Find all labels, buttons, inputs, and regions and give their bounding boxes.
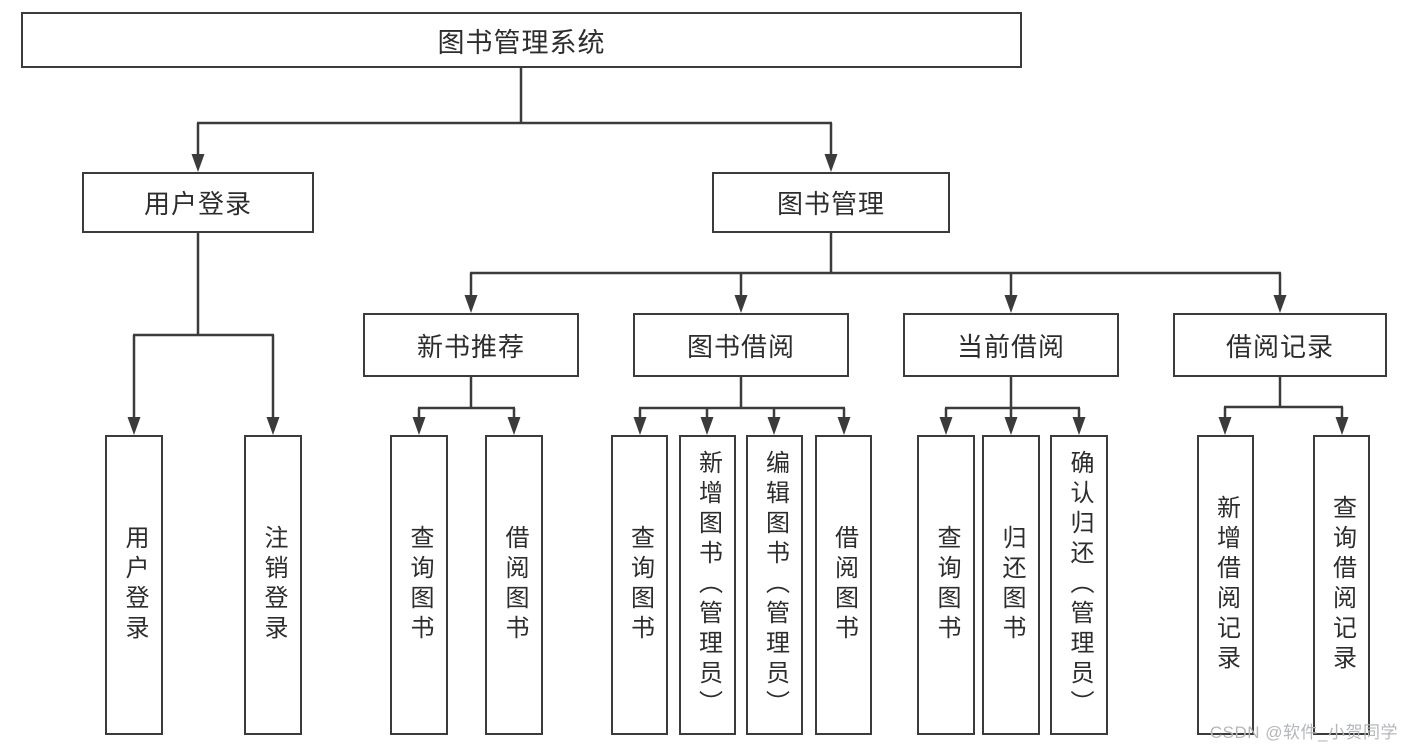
leaf-logout: 注销登录	[244, 435, 302, 735]
node-user-login: 用户登录	[82, 172, 314, 233]
leaf-user-login: 用户登录	[105, 435, 163, 735]
node-library-management-system: 图书管理系统	[21, 12, 1022, 68]
leaf-borrow-books-recommend: 借阅图书	[485, 435, 543, 735]
leaf-add-borrow-record: 新增借阅记录	[1197, 435, 1254, 735]
node-borrow-records: 借阅记录	[1173, 313, 1387, 377]
csdn-watermark: CSDN @软件_小贺同学	[1209, 723, 1398, 742]
leaf-query-books-borrow: 查询图书	[611, 435, 668, 735]
leaf-add-book-admin: 新增图书（管理员）	[679, 435, 736, 735]
node-current-borrow: 当前借阅	[903, 313, 1119, 377]
leaf-query-borrow-record: 查询借阅记录	[1313, 435, 1370, 735]
node-book-management: 图书管理	[712, 172, 950, 233]
leaf-edit-book-admin: 编辑图书（管理员）	[746, 435, 803, 735]
leaf-query-books-current: 查询图书	[917, 435, 975, 735]
leaf-return-book: 归还图书	[982, 435, 1040, 735]
leaf-borrow-books: 借阅图书	[815, 435, 872, 735]
leaf-confirm-return-admin: 确认归还（管理员）	[1050, 435, 1108, 735]
leaf-query-books-recommend: 查询图书	[390, 435, 448, 735]
node-new-book-recommend: 新书推荐	[363, 313, 579, 377]
node-book-borrow: 图书借阅	[633, 313, 849, 377]
